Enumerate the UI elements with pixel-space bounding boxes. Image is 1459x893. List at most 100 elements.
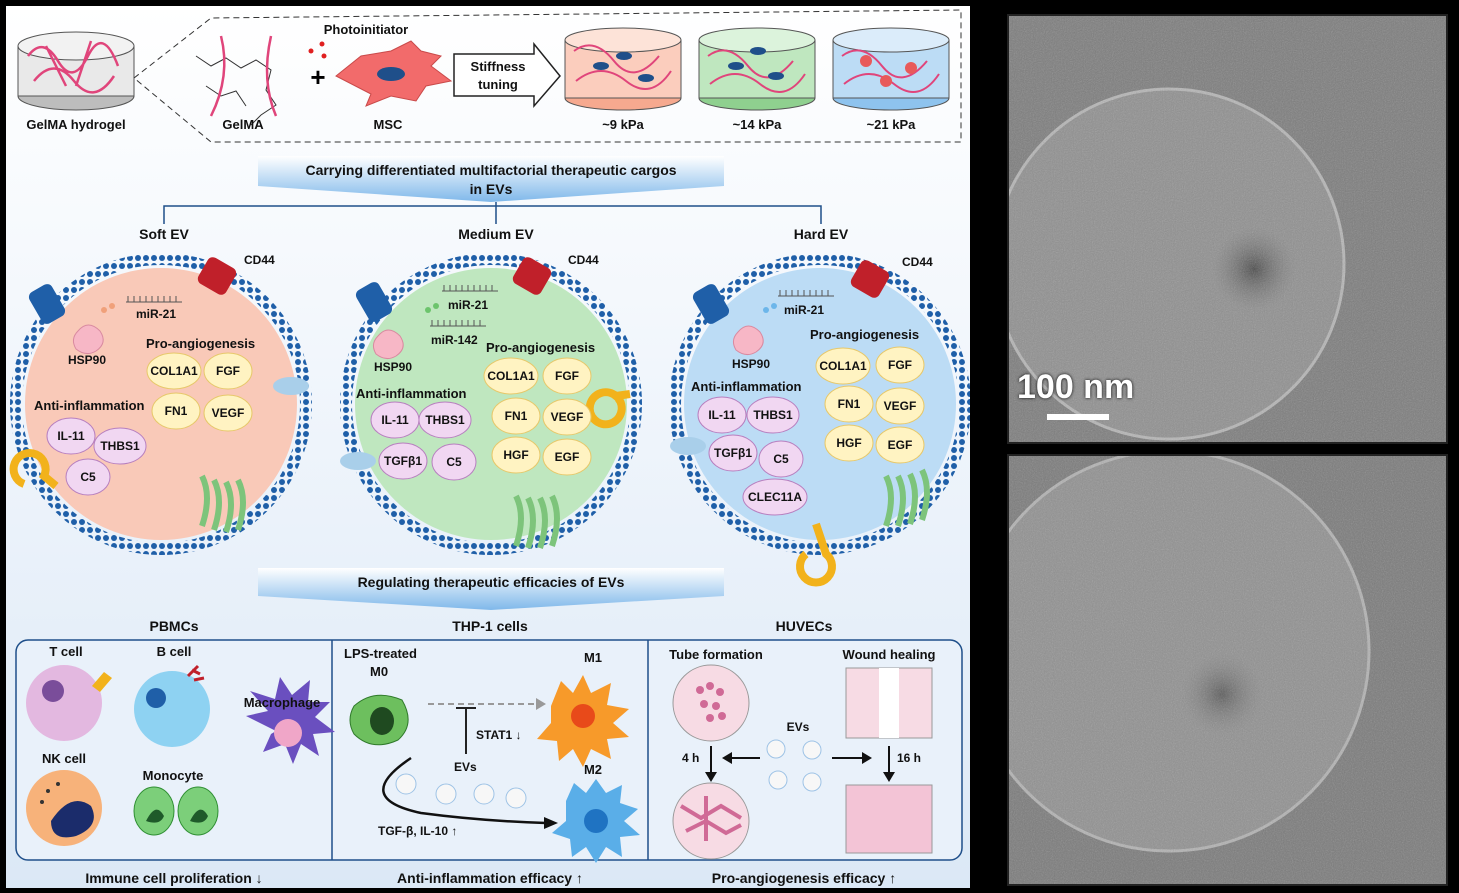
micrograph-top-image <box>1009 16 1446 442</box>
wound-gap <box>879 668 899 738</box>
tetraspanin-icon <box>670 437 706 455</box>
ev-bracket <box>163 202 822 224</box>
scale-bar <box>1047 414 1109 420</box>
macrophage-cell <box>246 677 335 764</box>
medium-pro-item: FGF <box>555 369 579 383</box>
medium-pro-label: Pro-angiogenesis <box>486 340 595 355</box>
arrow-head <box>536 698 546 710</box>
m2-cell <box>552 779 640 863</box>
mirna-icon <box>778 290 834 297</box>
soft-cd44: CD44 <box>244 253 275 267</box>
micrograph-bottom-image <box>1009 456 1446 884</box>
tube-dish-before <box>672 664 750 742</box>
arrow-head <box>722 752 732 764</box>
gelma-label: GelMA <box>222 117 264 132</box>
ev-particles <box>395 773 527 809</box>
scale-bar-label: 100 nm <box>1017 368 1135 406</box>
medium-pro-item: EGF <box>555 450 580 464</box>
tube-cells-before <box>696 682 726 722</box>
tcell-label: T cell <box>49 644 82 659</box>
cd44-icon <box>197 257 237 295</box>
bcell-label: B cell <box>157 644 192 659</box>
medium-anti-label: Anti-inflammation <box>356 386 467 401</box>
cd44-icon <box>850 260 890 298</box>
gelma-structure <box>195 35 278 126</box>
soft-anti-item: C5 <box>80 470 96 484</box>
hard-cd44: CD44 <box>902 255 933 269</box>
arrow-head <box>883 772 895 782</box>
m0-to-m2-arrow <box>382 756 547 825</box>
huvecs-title: HUVECs <box>776 618 833 634</box>
thp1-evs-label: EVs <box>454 760 477 774</box>
micrograph-bottom <box>1007 454 1448 886</box>
nkcell-label: NK cell <box>42 751 86 766</box>
soft-anti-item: THBS1 <box>100 439 140 453</box>
stiffness-label-2: tuning <box>478 77 518 92</box>
tetraspanin-icon <box>340 452 376 470</box>
macrophage-label: Macrophage <box>244 695 321 710</box>
tetraspanin-icon <box>273 377 309 395</box>
pbmcs-title: PBMCs <box>149 618 198 634</box>
medium-pro-item: HGF <box>503 448 528 462</box>
dish-21kpa <box>832 27 950 111</box>
banner-carrying-line1: Carrying differentiated multifactorial t… <box>305 162 676 178</box>
arrow-head <box>862 752 872 764</box>
soft-anti-pills <box>46 417 147 496</box>
stiffness-arrow <box>453 41 561 109</box>
integrin-icon <box>883 468 930 527</box>
hard-pro-item: HGF <box>836 436 861 450</box>
soft-mir21: miR-21 <box>136 307 176 321</box>
hard-anti-item: TGFβ1 <box>714 446 752 460</box>
integrin-icon <box>513 494 560 549</box>
medium-pro-item: VEGF <box>551 410 584 424</box>
soft-pro-pills <box>146 352 253 432</box>
photoinitiator-dot <box>319 41 325 47</box>
hard-anti-item: THBS1 <box>753 408 793 422</box>
banner-regulating <box>258 568 724 610</box>
hard-ev <box>669 253 970 587</box>
soft-pro-item: FGF <box>216 364 240 378</box>
mirna-icon <box>430 320 486 327</box>
hard-pro-item: FN1 <box>838 397 861 411</box>
monocyte-label: Monocyte <box>143 768 204 783</box>
medium-anti-item: C5 <box>446 455 462 469</box>
soft-pro-item: COL1A1 <box>150 364 198 378</box>
hsp90-icon <box>372 329 404 360</box>
hard-pro-pills <box>815 346 925 464</box>
photoinitiator-dot <box>321 53 327 59</box>
hsp90-icon <box>732 325 764 356</box>
t-cell <box>26 665 112 741</box>
kpa-label-medium: ~14 kPa <box>733 117 783 132</box>
m0-label: M0 <box>370 664 388 679</box>
tube-label: Tube formation <box>669 647 763 662</box>
wound-after <box>845 784 933 854</box>
mirna-icon <box>442 285 498 292</box>
receptor-icon <box>9 449 59 490</box>
tube-network <box>679 796 743 841</box>
kpa-label-soft: ~9 kPa <box>602 117 644 132</box>
lps-label: LPS-treated <box>344 646 417 661</box>
dish-14kpa <box>698 27 816 111</box>
receptor-icon <box>585 388 631 429</box>
integrin-icon <box>199 474 246 533</box>
thp1-footer: Anti-inflammation efficacy ↑ <box>397 870 583 886</box>
m2-label: M2 <box>584 762 602 777</box>
huvecs-footer: Pro-angiogenesis efficacy ↑ <box>712 870 896 886</box>
soft-pro-item: VEGF <box>212 406 245 420</box>
hard-pro-label: Pro-angiogenesis <box>810 327 919 342</box>
micrograph-top: 100 nm <box>1007 14 1448 444</box>
arrow-head <box>544 817 558 829</box>
m1-cell <box>537 675 629 767</box>
transporter-icon <box>28 284 66 324</box>
medium-pro-item: FN1 <box>505 409 528 423</box>
b-cell <box>134 664 210 747</box>
medium-pro-item: COL1A1 <box>487 369 535 383</box>
msc-label: MSC <box>374 117 404 132</box>
ev-title-medium: Medium EV <box>458 226 534 242</box>
soft-anti-label: Anti-inflammation <box>34 398 145 413</box>
hard-anti-pills <box>697 396 808 516</box>
soft-anti-item: IL-11 <box>57 429 85 443</box>
banner-regulating-text: Regulating therapeutic efficacies of EVs <box>358 574 625 590</box>
hard-pro-item: EGF <box>888 438 913 452</box>
transporter-icon <box>355 282 393 322</box>
